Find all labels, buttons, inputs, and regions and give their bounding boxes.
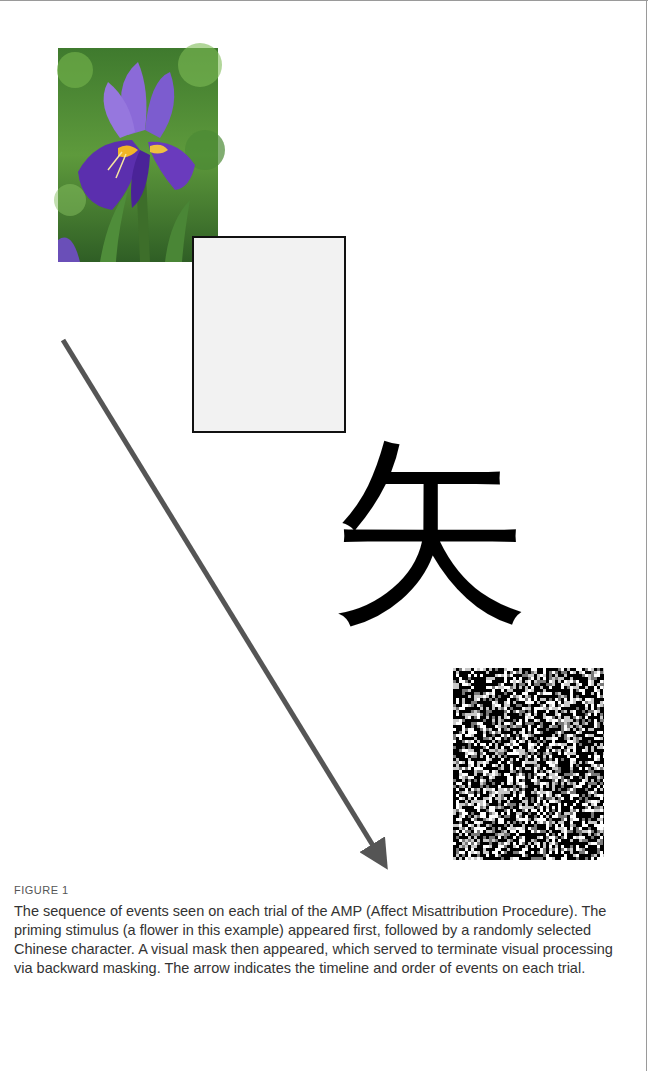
visual-mask <box>453 668 604 860</box>
frame-line <box>646 0 647 1071</box>
frame-line <box>0 0 648 1</box>
figure-number: FIGURE 1 <box>14 884 69 896</box>
flower-photo <box>54 43 225 262</box>
chinese-character: 矢 <box>330 432 530 632</box>
blank-screen <box>193 237 345 432</box>
figure-caption: The sequence of events seen on each tria… <box>14 902 624 978</box>
